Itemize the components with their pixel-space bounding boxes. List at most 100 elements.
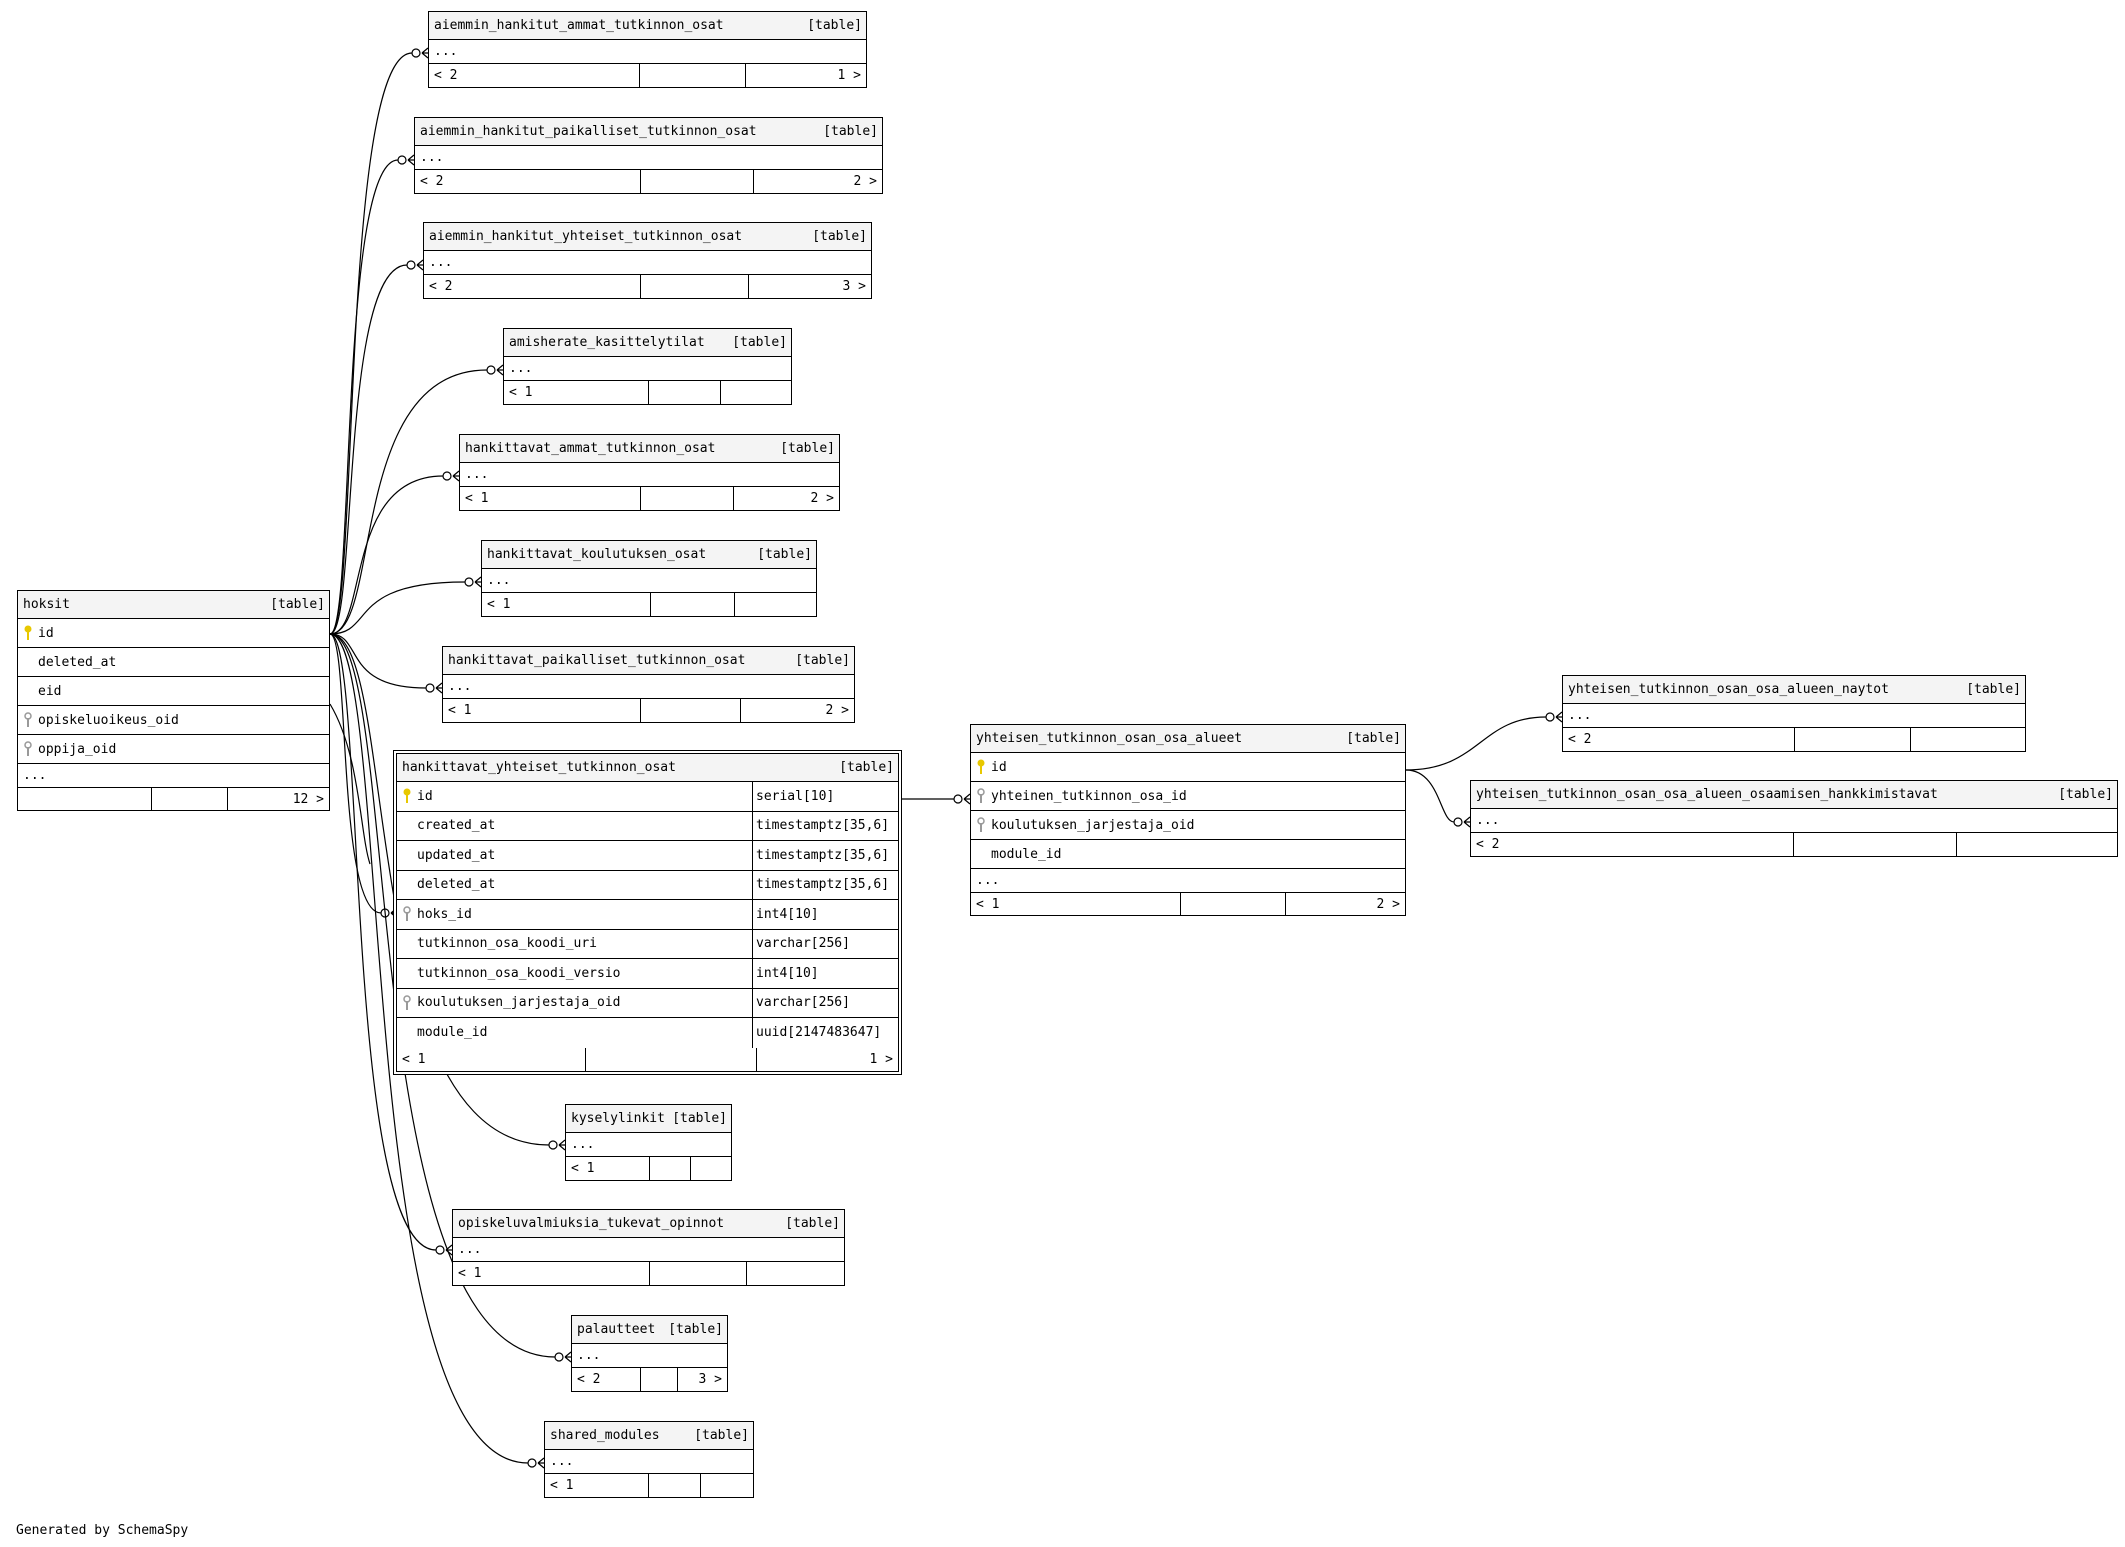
relationship-line <box>329 633 382 914</box>
zero-marker <box>397 155 407 165</box>
more-columns: ... <box>415 146 882 170</box>
column-name: deleted_at <box>38 655 117 669</box>
table-footer: < 1 2 > <box>971 893 1405 915</box>
parents-count[interactable]: < 1 <box>550 1478 574 1493</box>
parents-count[interactable] <box>18 788 151 810</box>
more-columns: ... <box>443 675 854 699</box>
table-tag: [table] <box>672 1111 727 1126</box>
table-hankittavat-ammat-tutkinnon-osat[interactable]: hankittavat_ammat_tutkinnon_osat [table]… <box>459 434 840 511</box>
column-type: timestamptz[35,6] <box>752 870 898 899</box>
table-yhteisen-tutkinnon-osan-osa-alueet[interactable]: yhteisen_tutkinnon_osan_osa_alueet [tabl… <box>970 724 1406 916</box>
parents-count[interactable]: < 2 <box>577 1372 601 1387</box>
ellipsis: ... <box>434 44 458 59</box>
more-columns: ... <box>566 1133 731 1157</box>
foreign-key-icon <box>18 712 38 728</box>
parents-count[interactable]: < 1 <box>487 597 511 612</box>
table-yhteisen-tutkinnon-osan-osa-alueen-osaamisen-hankkimistavat[interactable]: yhteisen_tutkinnon_osan_osa_alueen_osaam… <box>1470 780 2118 857</box>
table-header: yhteisen_tutkinnon_osan_osa_alueen_osaam… <box>1471 781 2117 809</box>
table-footer: < 1 1 > <box>397 1047 898 1071</box>
more-columns: ... <box>971 869 1405 893</box>
children-count[interactable]: 2 > <box>753 170 882 193</box>
table-kyselylinkit[interactable]: kyselylinkit [table] ... < 1 <box>565 1104 732 1181</box>
ellipsis: ... <box>1568 708 1592 723</box>
table-name: hoksit <box>23 597 70 612</box>
children-count[interactable]: 3 > <box>748 275 871 298</box>
table-opiskeluvalmiuksia-tukevat-opinnot[interactable]: opiskeluvalmiuksia_tukevat_opinnot [tabl… <box>452 1209 845 1286</box>
parents-count[interactable]: < 1 <box>458 1266 482 1281</box>
column-row: yhteinen_tutkinnon_osa_id <box>971 782 1405 811</box>
table-header: hankittavat_ammat_tutkinnon_osat [table] <box>460 435 839 463</box>
children-count[interactable]: 2 > <box>1285 893 1405 915</box>
table-footer: < 2 <box>1471 833 2117 856</box>
table-hankittavat-yhteiset-tutkinnon-osat[interactable]: hankittavat_yhteiset_tutkinnon_osat [tab… <box>393 750 902 1075</box>
table-header: hankittavat_koulutuksen_osat [table] <box>482 541 816 569</box>
table-tag: [table] <box>757 547 812 562</box>
table-yhteisen-tutkinnon-osan-osa-alueen-naytot[interactable]: yhteisen_tutkinnon_osan_osa_alueen_nayto… <box>1562 675 2026 752</box>
children-count[interactable]: 3 > <box>677 1368 727 1391</box>
foreign-key-icon <box>397 995 417 1011</box>
table-header: aiemmin_hankitut_ammat_tutkinnon_osat [t… <box>429 12 866 40</box>
column-type: timestamptz[35,6] <box>752 811 898 840</box>
foreign-key-icon <box>18 741 38 757</box>
children-count[interactable] <box>720 381 791 404</box>
table-tag: [table] <box>812 229 867 244</box>
column-name: created_at <box>417 819 496 833</box>
children-count[interactable] <box>746 1262 844 1285</box>
table-palautteet[interactable]: palautteet [table] ... < 2 3 > <box>571 1315 728 1392</box>
zero-marker <box>486 365 496 375</box>
children-count[interactable] <box>690 1157 731 1180</box>
more-columns: ... <box>1563 704 2025 728</box>
column-row: id <box>971 753 1405 782</box>
parents-count[interactable]: < 1 <box>402 1051 426 1067</box>
parents-count[interactable]: < 2 <box>429 279 453 294</box>
children-count[interactable] <box>734 593 816 616</box>
table-name: hankittavat_ammat_tutkinnon_osat <box>465 441 716 456</box>
parents-count[interactable]: < 1 <box>571 1161 595 1176</box>
children-count[interactable] <box>700 1474 753 1497</box>
table-name: aiemmin_hankitut_ammat_tutkinnon_osat <box>434 18 724 33</box>
table-hankittavat-koulutuksen-osat[interactable]: hankittavat_koulutuksen_osat [table] ...… <box>481 540 817 617</box>
column-row: id <box>18 619 329 648</box>
ellipsis: ... <box>487 573 511 588</box>
table-footer: < 2 <box>1563 728 2025 751</box>
parents-count[interactable]: < 2 <box>420 174 444 189</box>
column-row: koulutuksen_jarjestaja_oid <box>971 811 1405 840</box>
column-type: varchar[256] <box>752 929 898 958</box>
children-count[interactable]: 2 > <box>733 487 839 510</box>
table-amisherate-kasittelytilat[interactable]: amisherate_kasittelytilat [table] ... < … <box>503 328 792 405</box>
table-footer: < 1 <box>453 1262 844 1285</box>
children-count[interactable]: 12 > <box>227 788 329 810</box>
table-aiemmin-hankitut-yhteiset-tutkinnon-osat[interactable]: aiemmin_hankitut_yhteiset_tutkinnon_osat… <box>423 222 872 299</box>
rows-count <box>650 593 734 616</box>
children-count[interactable]: 1 > <box>745 64 866 87</box>
rows-count <box>640 275 748 298</box>
parents-count[interactable]: < 1 <box>509 385 533 400</box>
table-footer: < 2 3 > <box>424 275 871 298</box>
children-count[interactable] <box>1956 833 2117 856</box>
parents-count[interactable]: < 1 <box>465 491 489 506</box>
table-name: aiemmin_hankitut_paikalliset_tutkinnon_o… <box>420 124 757 139</box>
children-count[interactable] <box>1910 728 2025 751</box>
parents-count[interactable]: < 1 <box>448 703 472 718</box>
column-name: eid <box>38 684 62 698</box>
parents-count[interactable]: < 2 <box>434 68 458 83</box>
children-count[interactable]: 1 > <box>756 1047 898 1071</box>
ellipsis: ... <box>465 467 489 482</box>
more-columns: ... <box>504 357 791 381</box>
parents-count[interactable]: < 1 <box>976 896 1000 912</box>
table-hoksit[interactable]: hoksit [table] id deleted_at eid opiskel… <box>17 590 330 811</box>
children-count[interactable]: 2 > <box>740 699 854 722</box>
table-name: yhteisen_tutkinnon_osan_osa_alueet <box>976 731 1243 746</box>
ellipsis: ... <box>577 1348 601 1363</box>
table-hankittavat-paikalliset-tutkinnon-osat[interactable]: hankittavat_paikalliset_tutkinnon_osat [… <box>442 646 855 723</box>
table-aiemmin-hankitut-ammat-tutkinnon-osat[interactable]: aiemmin_hankitut_ammat_tutkinnon_osat [t… <box>428 11 867 88</box>
parents-count[interactable]: < 2 <box>1476 837 1500 852</box>
table-shared-modules[interactable]: shared_modules [table] ... < 1 <box>544 1421 754 1498</box>
parents-count[interactable]: < 2 <box>1568 732 1592 747</box>
table-aiemmin-hankitut-paikalliset-tutkinnon-osat[interactable]: aiemmin_hankitut_paikalliset_tutkinnon_o… <box>414 117 883 194</box>
